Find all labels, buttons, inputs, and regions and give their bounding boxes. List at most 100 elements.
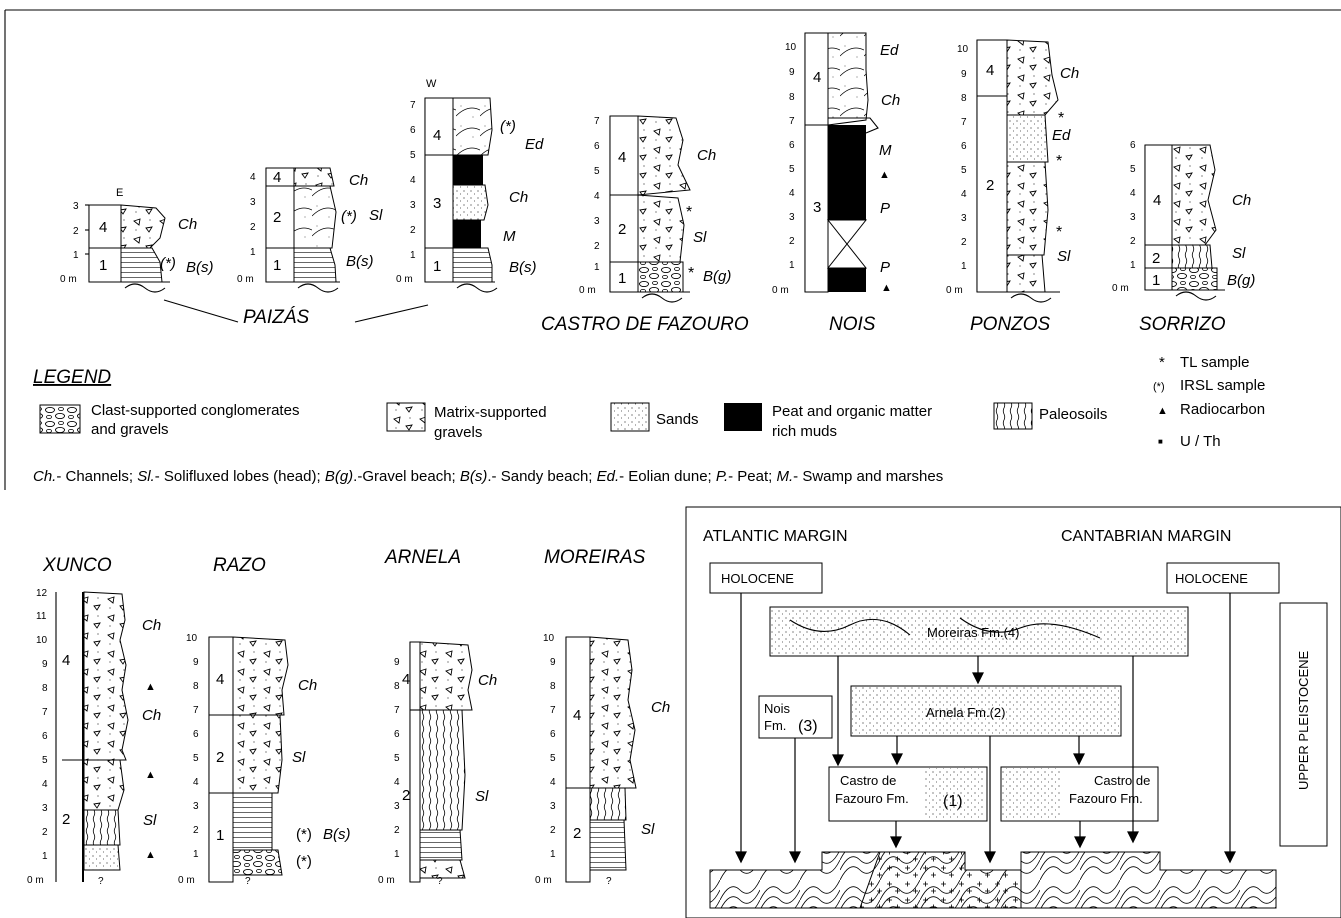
svg-text:*: * <box>1159 354 1165 371</box>
svg-text:2: 2 <box>193 825 199 836</box>
svg-text:3: 3 <box>250 197 256 208</box>
svg-text:and gravels: and gravels <box>91 421 169 438</box>
svg-text:0 m: 0 m <box>772 285 789 296</box>
svg-text:12: 12 <box>36 588 48 599</box>
svg-text:3: 3 <box>789 212 795 223</box>
svg-text:Castro de: Castro de <box>1094 773 1150 788</box>
svg-text:0 m: 0 m <box>1112 283 1129 294</box>
svg-text:1: 1 <box>433 258 441 275</box>
svg-text:▲: ▲ <box>879 169 890 181</box>
svg-text:4: 4 <box>99 219 107 236</box>
moreiras-formation-box <box>769 606 1189 657</box>
svg-text:7: 7 <box>42 707 48 718</box>
svg-text:(*): (*) <box>296 826 312 843</box>
svg-text:1: 1 <box>789 260 795 271</box>
svg-text:Ch: Ch <box>881 92 900 109</box>
svg-text:3: 3 <box>961 213 967 224</box>
svg-text:Clast-supported conglomerates: Clast-supported conglomerates <box>91 402 299 419</box>
svg-text:7: 7 <box>394 705 400 716</box>
svg-text:Ed: Ed <box>880 42 899 59</box>
svg-text:9: 9 <box>394 657 400 668</box>
svg-text:6: 6 <box>789 140 795 151</box>
svg-text:7: 7 <box>410 100 416 111</box>
svg-text:8: 8 <box>42 683 48 694</box>
site-label-sorrizo: SORRIZO <box>1139 314 1226 335</box>
svg-text:4: 4 <box>1130 188 1136 199</box>
svg-text:6: 6 <box>42 731 48 742</box>
log-paizas-e: 321 0 m 41 Ch (*) B(s) E <box>60 187 214 293</box>
svg-text:3: 3 <box>813 199 821 216</box>
svg-text:B(s): B(s) <box>509 259 537 276</box>
svg-text:W: W <box>426 78 437 90</box>
svg-text:Moreiras Fm.(4): Moreiras Fm.(4) <box>927 625 1019 640</box>
svg-text:4: 4 <box>273 169 281 186</box>
svg-text:?: ? <box>245 876 251 887</box>
svg-text:gravels: gravels <box>434 424 482 441</box>
svg-text:5: 5 <box>394 753 400 764</box>
svg-text:7: 7 <box>789 116 795 127</box>
svg-text:1: 1 <box>99 257 107 274</box>
svg-text:4: 4 <box>42 779 48 790</box>
svg-text:8: 8 <box>789 92 795 103</box>
svg-text:▲: ▲ <box>145 681 156 693</box>
stratigraphic-scheme: ATLANTIC MARGIN CANTABRIAN MARGIN HOLOCE… <box>685 506 1341 918</box>
svg-text:3: 3 <box>394 801 400 812</box>
svg-text:8: 8 <box>961 93 967 104</box>
svg-text:8: 8 <box>550 681 556 692</box>
site-label-castro: CASTRO DE FAZOURO <box>541 314 749 335</box>
svg-text:2: 2 <box>250 222 256 233</box>
svg-text:Sl: Sl <box>693 229 707 246</box>
svg-text:8: 8 <box>193 681 199 692</box>
svg-text:4: 4 <box>410 175 416 186</box>
svg-text:4: 4 <box>789 188 795 199</box>
svg-text:1: 1 <box>961 261 967 272</box>
svg-text:Radiocarbon: Radiocarbon <box>1180 401 1265 418</box>
sands-swatch <box>610 402 650 432</box>
svg-text:5: 5 <box>193 753 199 764</box>
svg-text:HOLOCENE: HOLOCENE <box>721 571 794 586</box>
svg-text:6: 6 <box>394 729 400 740</box>
svg-text:Ch: Ch <box>509 189 528 206</box>
svg-text:4: 4 <box>250 172 256 183</box>
svg-text:Ed: Ed <box>525 136 544 153</box>
svg-text:4: 4 <box>216 671 224 688</box>
svg-text:rich muds: rich muds <box>772 423 837 440</box>
svg-text:6: 6 <box>550 729 556 740</box>
svg-text:1: 1 <box>1152 272 1160 289</box>
svg-text:Ch: Ch <box>1232 192 1251 209</box>
svg-text:1: 1 <box>550 849 556 860</box>
svg-text:2: 2 <box>1130 236 1136 247</box>
paleosoils-swatch <box>993 402 1033 430</box>
svg-text:4: 4 <box>813 69 821 86</box>
svg-text:1: 1 <box>594 262 600 273</box>
svg-text:*: * <box>686 204 692 221</box>
svg-text:(*): (*) <box>341 208 357 225</box>
svg-text:Sl: Sl <box>369 207 383 224</box>
svg-text:3: 3 <box>42 803 48 814</box>
svg-text:0 m: 0 m <box>579 285 596 296</box>
svg-text:4: 4 <box>193 777 199 788</box>
svg-text:Ed: Ed <box>1052 127 1071 144</box>
svg-text:LEGEND: LEGEND <box>33 367 111 388</box>
svg-text:10: 10 <box>785 42 797 53</box>
svg-text:Sl: Sl <box>641 821 655 838</box>
svg-text:2: 2 <box>216 749 224 766</box>
svg-text:ARNELA: ARNELA <box>384 547 461 568</box>
svg-text:10: 10 <box>36 635 48 646</box>
svg-text:1: 1 <box>410 250 416 261</box>
svg-text:9: 9 <box>550 657 556 668</box>
svg-text:1: 1 <box>250 247 256 258</box>
svg-text:Paleosoils: Paleosoils <box>1039 406 1107 423</box>
site-label-nois: NOIS <box>829 314 876 335</box>
svg-text:3: 3 <box>73 201 79 212</box>
svg-text:2: 2 <box>594 241 600 252</box>
svg-text:0 m: 0 m <box>178 875 195 886</box>
svg-text:0 m: 0 m <box>27 875 44 886</box>
svg-text:2: 2 <box>273 209 281 226</box>
svg-text:MOREIRAS: MOREIRAS <box>544 547 646 568</box>
svg-text:3: 3 <box>1130 212 1136 223</box>
svg-text:Ch: Ch <box>478 672 497 689</box>
site-label-paizas: PAIZÁS <box>243 307 309 328</box>
